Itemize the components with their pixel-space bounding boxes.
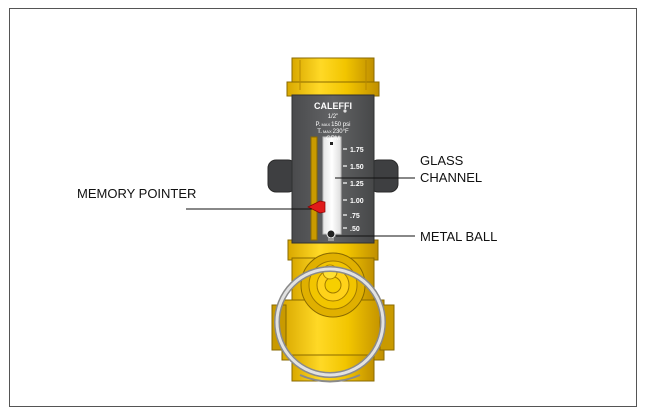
scale-unit-label: GPM (326, 136, 340, 142)
scale-tick-labels: 1.75 1.50 1.25 1.00 .75 .50 (350, 147, 364, 233)
tick-label-1-75: 1.75 (350, 147, 364, 154)
glass-channel-callout-line2: CHANNEL (420, 170, 483, 185)
top-brass-cap (286, 57, 380, 97)
tick-label-0-75: .75 (350, 213, 360, 220)
diagram-frame (9, 8, 637, 407)
tick-label-0-50: .50 (350, 226, 360, 233)
screw-dot (343, 109, 347, 113)
glass-channel-callout-line1: GLASS (420, 153, 464, 168)
size-label: 1/2" (328, 114, 338, 120)
brand-label: CALEFFI (314, 101, 352, 111)
glass-top-mark (330, 142, 333, 145)
metal-ball (326, 229, 336, 239)
tick-label-1-25: 1.25 (350, 181, 364, 188)
memory-pointer-callout: MEMORY POINTER (77, 186, 197, 201)
memory-pointer-track (310, 136, 318, 241)
memory-pointer (307, 200, 326, 214)
scale-tick-dashes (343, 148, 347, 229)
glass-channel-callout: GLASS CHANNEL (420, 152, 482, 186)
metal-ball-callout: METAL BALL (420, 229, 498, 244)
handle-ring (274, 266, 386, 383)
temperature-rating: T.MAX230°F (317, 129, 349, 135)
glass-channel (322, 136, 342, 235)
tick-label-1-50: 1.50 (350, 164, 364, 171)
tick-label-1-00: 1.00 (350, 198, 364, 205)
pressure-rating: P.MAX150 psi (316, 122, 351, 128)
metal-ball-seat (328, 238, 334, 241)
